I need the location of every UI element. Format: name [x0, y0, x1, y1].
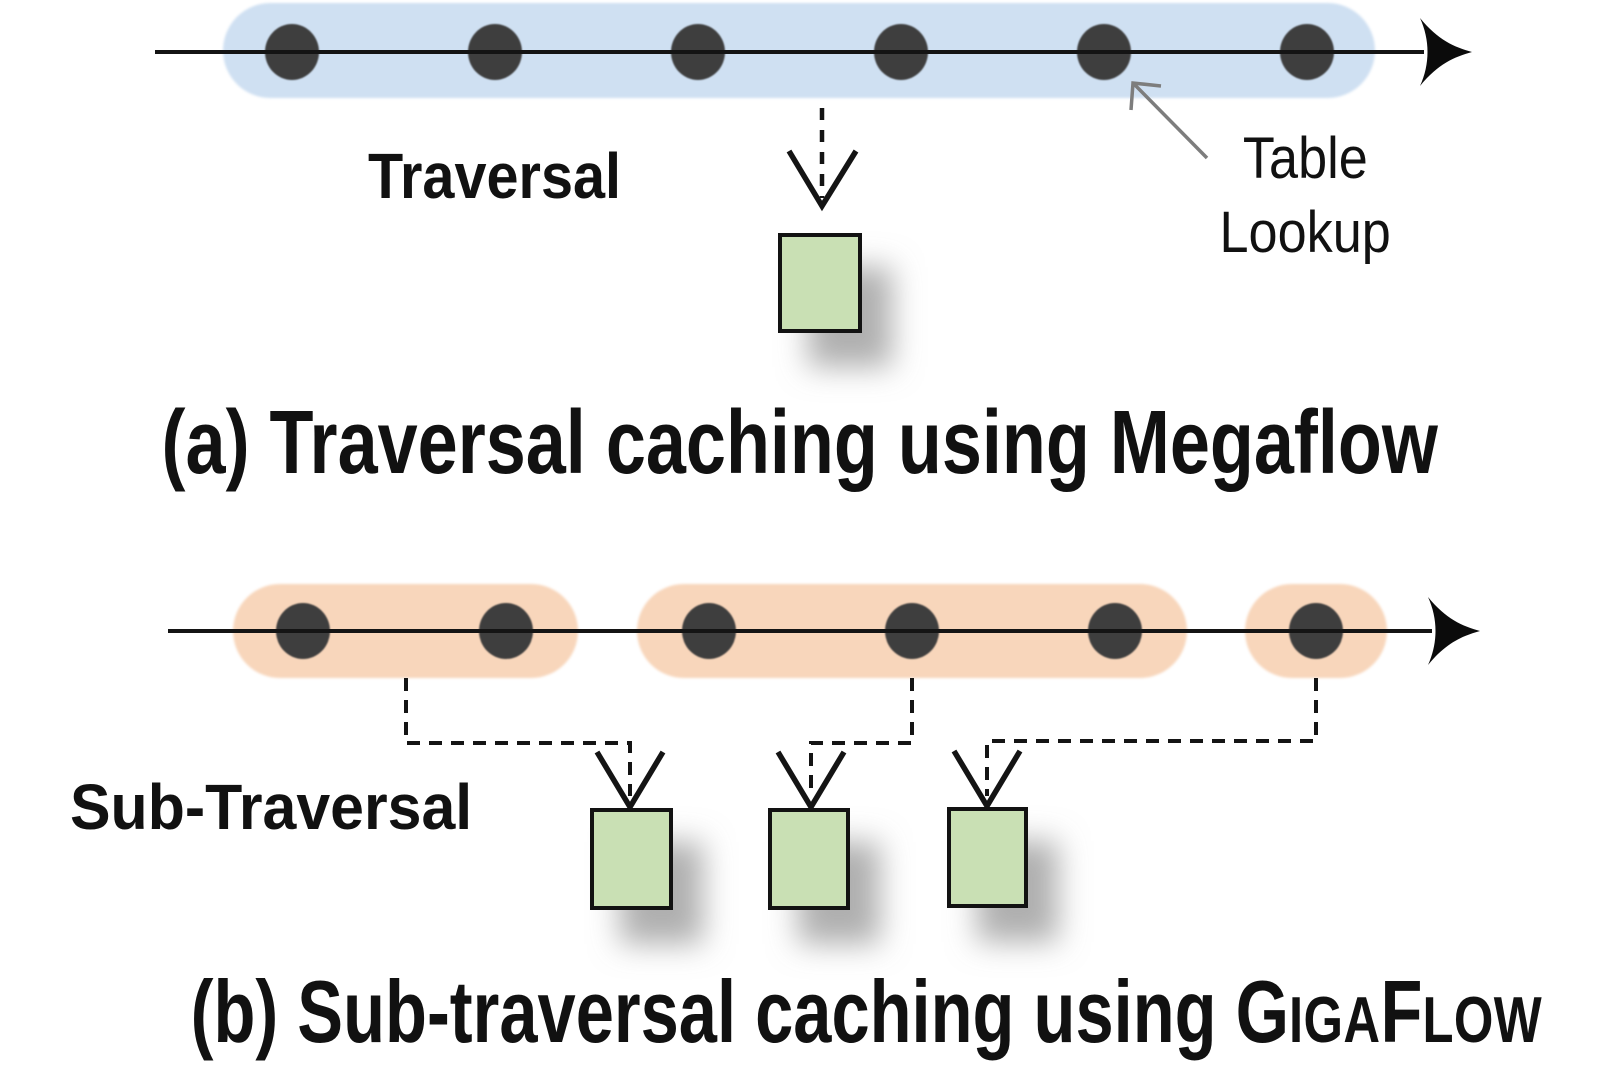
- table-lookup-arrow: [1131, 81, 1209, 160]
- table-lookup-line2: Lookup: [1219, 200, 1391, 265]
- gigaflow-cache-arrowhead-2-icon: [775, 750, 847, 813]
- gigaflow-cache-table-2: [768, 808, 850, 910]
- traversal-label: Traversal: [368, 140, 622, 212]
- gigaflow-cache-arrowhead-1-icon: [594, 750, 666, 813]
- gigaflow-brand-low: LOW: [1422, 983, 1543, 1056]
- caption-b: (b) Sub-traversal caching using GIGAFLOW: [0, 968, 1600, 1056]
- megaflow-cache-table: [778, 233, 862, 333]
- table-lookup-annotation: Table Lookup: [1160, 122, 1450, 270]
- table-lookup-line1: Table: [1242, 126, 1368, 191]
- table-lookup-arrowhead-icon: [1129, 81, 1162, 111]
- gigaflow-connector-2: [809, 678, 914, 796]
- sub-traversal-label: Sub-Traversal: [70, 771, 473, 843]
- caption-b-prefix: (b) Sub-traversal caching using: [190, 962, 1236, 1061]
- gigaflow-cache-table-3: [947, 807, 1028, 908]
- sub-traversal-label-wrap: Sub-Traversal: [70, 770, 493, 844]
- caption-a: (a) Traversal caching using Megaflow: [0, 398, 1600, 488]
- gigaflow-connector-1: [404, 678, 632, 796]
- traversal-timeline-arrowhead-icon: [1420, 18, 1472, 86]
- caption-b-text: (b) Sub-traversal caching using GIGAFLOW: [191, 968, 1542, 1056]
- gigaflow-cache-table-1: [590, 808, 673, 910]
- gigaflow-cache-arrowhead-3-icon: [951, 749, 1023, 812]
- gigaflow-brand-g: G: [1235, 962, 1290, 1061]
- gigaflow-connector-3: [985, 678, 1318, 796]
- gigaflow-brand-iga: IGA: [1289, 983, 1381, 1056]
- caption-a-text: (a) Traversal caching using Megaflow: [161, 393, 1439, 493]
- traversal-label-wrap: Traversal: [368, 139, 649, 213]
- gigaflow-brand-f: F: [1380, 962, 1423, 1061]
- megaflow-cache-arrowhead-icon: [786, 149, 859, 212]
- sub-traversal-timeline-arrowhead-icon: [1428, 597, 1480, 665]
